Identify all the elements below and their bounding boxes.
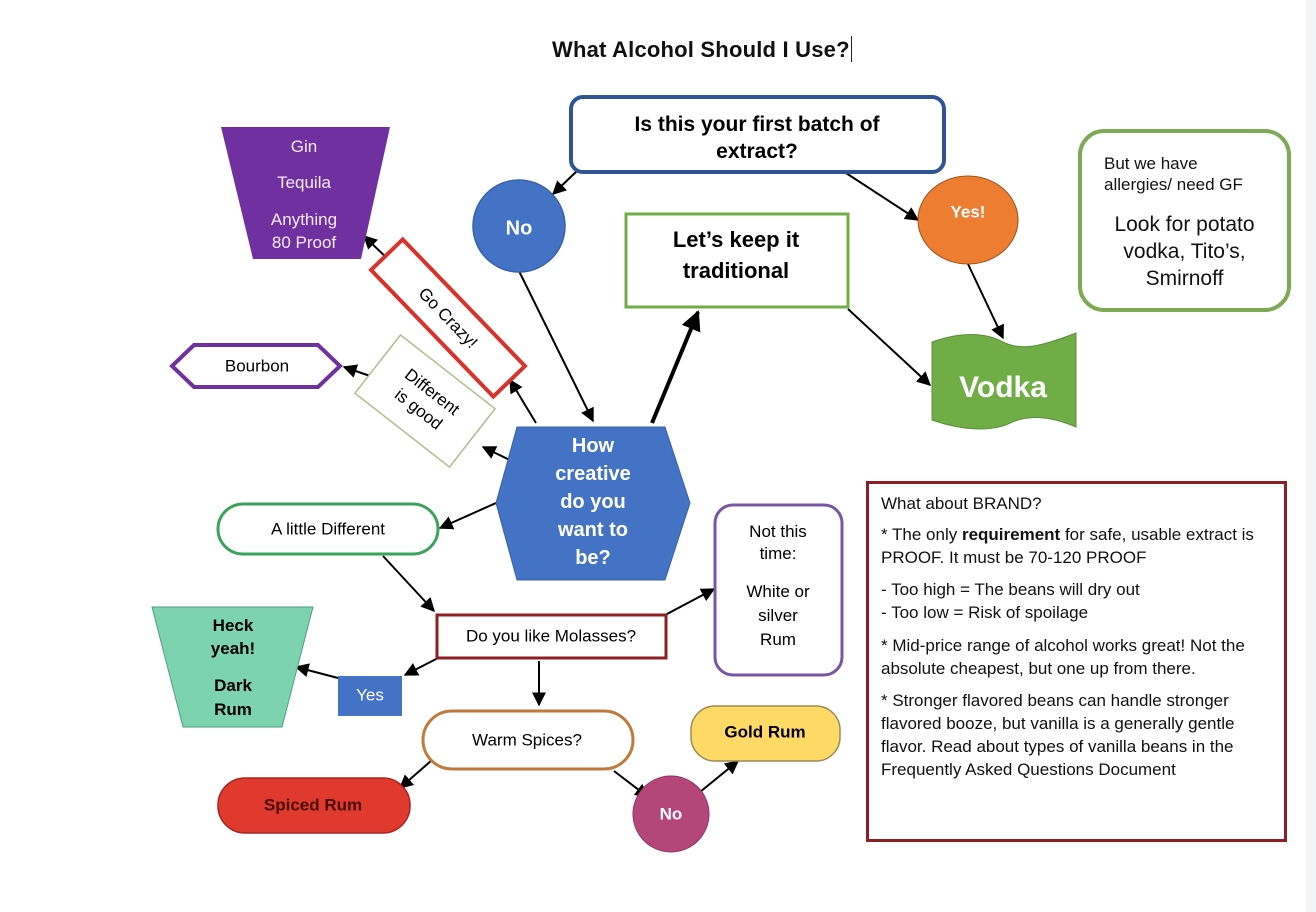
arrow-warmspices-to-spiced	[398, 759, 433, 789]
allergy-note-body: Look for potato vodka, Tito’s, Smirnoff	[1082, 211, 1287, 292]
arrow-little-to-molasses	[382, 555, 435, 613]
yes-answer-node[interactable]: Yes!	[917, 175, 1019, 265]
bourbon-label: Bourbon	[225, 356, 289, 375]
vodka-label: Vodka	[959, 371, 1047, 404]
brand-stronger-beans: * Stronger flavored beans can handle str…	[881, 691, 1235, 779]
creative-question-node[interactable]: How creative do you want to be?	[495, 426, 691, 581]
brand-req-bold: requirement	[961, 525, 1061, 544]
arrow-no-to-goldrum	[699, 760, 740, 793]
text-cursor	[850, 36, 852, 62]
spiced-rum-label: Spiced Rum	[264, 795, 362, 814]
allergy-note: But we have allergies/ need GF Look for …	[1078, 129, 1291, 312]
brand-req-suffix: for safe, usable extract is PROOF. It mu…	[881, 525, 1254, 567]
not-this-time-line-2: time:	[760, 544, 797, 563]
allergy-heading-line-2: allergies/ need GF	[1104, 175, 1243, 194]
brand-note: What about BRAND? * The only requirement…	[866, 481, 1287, 842]
allergy-body-line-1: Look for potato	[1114, 213, 1255, 236]
first-batch-line-2: extract?	[716, 140, 798, 163]
dark-rum-result-node[interactable]: Heck yeah! Dark Rum	[151, 606, 314, 728]
arrow-creative-to-gocrazy	[509, 378, 537, 424]
no-spices-label: No	[660, 804, 683, 823]
arrow-yes-to-darkrum	[294, 663, 339, 679]
arrow-yes-to-vodka	[967, 263, 1004, 340]
yes-molasses-label: Yes	[356, 685, 384, 704]
not-this-time-node[interactable]: Not this time: White or silver Rum	[713, 503, 844, 677]
arrow-creative-to-traditional	[650, 310, 701, 424]
yes-molasses-node[interactable]: Yes	[338, 676, 402, 716]
traditional-line-1: Let’s keep it	[673, 227, 800, 252]
arrow-no-to-creative	[518, 270, 594, 423]
brand-req-prefix: * The only	[881, 525, 962, 544]
brand-too-high: - Too high = The beans will dry out	[881, 580, 1140, 599]
warm-spices-label: Warm Spices?	[472, 730, 582, 749]
warm-spices-question-node[interactable]: Warm Spices?	[421, 709, 635, 771]
arrow-creative-to-little	[438, 502, 497, 530]
first-batch-question[interactable]: Is this your first batch of extract?	[569, 95, 946, 174]
creative-line-1: How	[572, 435, 615, 457]
arrow-molasses-to-yes	[403, 656, 441, 676]
not-this-time-line-3: White or	[746, 582, 810, 601]
creative-line-2: creative	[555, 463, 631, 485]
page-title-text: What Alcohol Should I Use?	[552, 37, 850, 62]
dark-rum-line-3: Dark	[214, 676, 252, 695]
creative-line-3: do you	[560, 491, 626, 513]
allergy-body-line-3: Smirnoff	[1145, 267, 1224, 290]
crazy-result-line-4: 80 Proof	[272, 233, 337, 252]
bourbon-result-node[interactable]: Bourbon	[169, 343, 343, 389]
no-spices-node[interactable]: No	[632, 775, 710, 853]
brand-too-low: - Too low = Risk of spoilage	[881, 603, 1089, 622]
crazy-result-line-2: Tequila	[277, 173, 331, 192]
crazy-result-line-1: Gin	[291, 137, 317, 156]
page-title: What Alcohol Should I Use?	[552, 36, 852, 63]
yes-answer-label: Yes!	[951, 202, 986, 221]
allergy-body-line-2: vodka, Tito’s,	[1123, 240, 1246, 263]
little-different-node[interactable]: A little Different	[216, 502, 440, 556]
allergy-note-heading: But we have allergies/ need GF	[1104, 153, 1243, 195]
traditional-line-2: traditional	[683, 258, 789, 283]
brand-requirement: * The only requirement for safe, usable …	[881, 523, 1272, 569]
crazy-result-line-3: Anything	[271, 210, 337, 229]
crazy-result-node[interactable]: Gin Tequila Anything 80 Proof	[221, 127, 390, 259]
little-different-label: A little Different	[271, 519, 385, 538]
molasses-question-node[interactable]: Do you like Molasses?	[435, 613, 668, 660]
dark-rum-line-1: Heck	[213, 616, 254, 635]
spiced-rum-result-node[interactable]: Spiced Rum	[217, 777, 411, 834]
connectors	[294, 169, 1004, 798]
arrow-firstbatch-to-no	[551, 169, 579, 195]
arrow-traditional-to-vodka	[847, 308, 932, 386]
dark-rum-line-4: Rum	[214, 700, 252, 719]
brand-heading: What about BRAND?	[881, 494, 1042, 513]
vodka-result-node[interactable]: Vodka	[931, 332, 1077, 430]
creative-line-5: be?	[575, 547, 611, 569]
no-answer-label: No	[506, 217, 533, 239]
allergy-heading-line-1: But we have	[1104, 154, 1198, 173]
brand-mid-price: * Mid-price range of alcohol works great…	[881, 636, 1245, 678]
not-this-time-line-5: Rum	[760, 630, 796, 649]
first-batch-line-1: Is this your first batch of	[634, 113, 880, 136]
traditional-node[interactable]: Let’s keep it traditional	[624, 212, 850, 309]
dark-rum-line-2: yeah!	[211, 639, 255, 658]
gold-rum-result-node[interactable]: Gold Rum	[690, 705, 841, 762]
not-this-time-line-4: silver	[758, 606, 798, 625]
brand-proof-range: - Too high = The beans will dry out - Too…	[881, 578, 1272, 624]
page-edge-strip	[1306, 0, 1316, 912]
gold-rum-label: Gold Rum	[724, 722, 805, 741]
not-this-time-line-1: Not this	[749, 522, 807, 541]
arrow-molasses-to-notthis	[666, 588, 716, 615]
no-answer-node[interactable]: No	[472, 179, 566, 273]
arrow-firstbatch-to-yes	[845, 172, 920, 221]
molasses-label: Do you like Molasses?	[466, 626, 636, 645]
creative-line-4: want to	[557, 519, 628, 541]
